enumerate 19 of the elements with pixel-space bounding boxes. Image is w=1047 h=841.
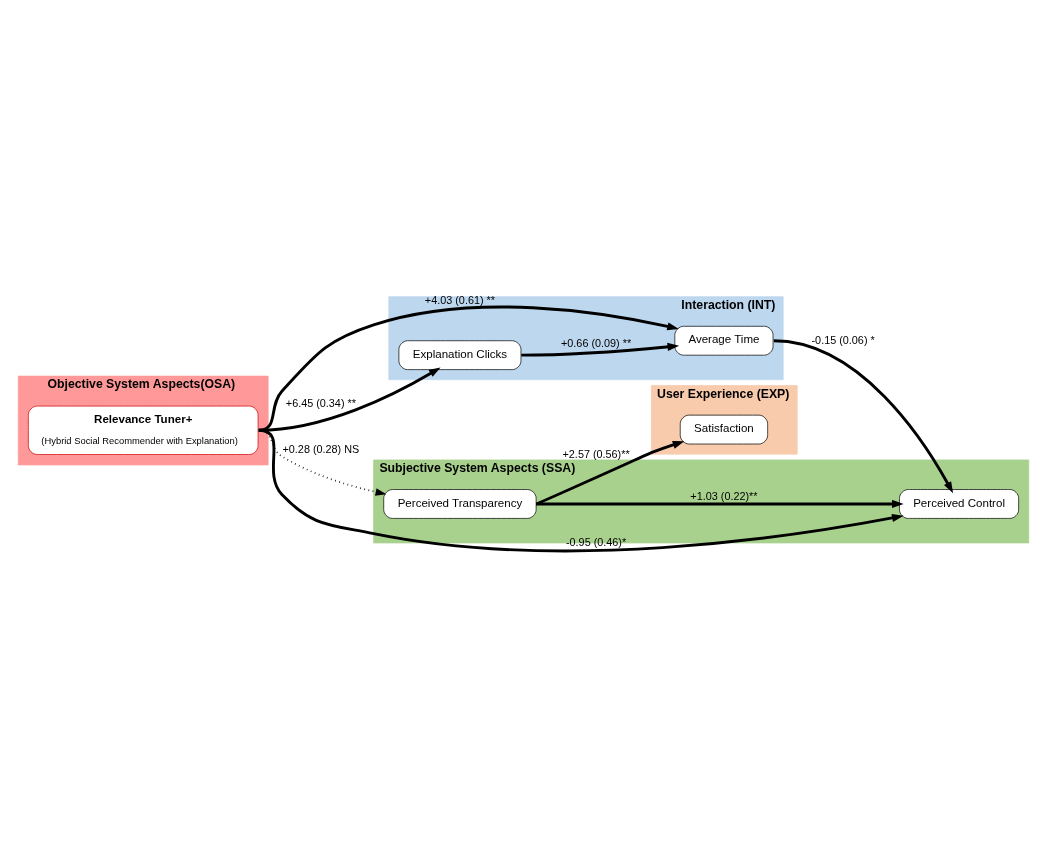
edge-label: -0.15 (0.06) * <box>811 333 875 346</box>
node-box: Average Time <box>674 325 774 356</box>
edge-label: +2.57 (0.56)** <box>562 447 630 460</box>
node-box: Perceived Control <box>899 488 1019 519</box>
arrow <box>536 499 904 508</box>
arrow <box>258 428 904 552</box>
arrow <box>773 338 954 493</box>
arrow <box>521 342 680 357</box>
arrow <box>535 440 685 505</box>
edge-label: +1.03 (0.22)** <box>690 489 758 502</box>
edge-label: +6.45 (0.34) ** <box>285 396 356 409</box>
node-box: Relevance Tuner+ (Hybrid Social Recommender with Explanation) <box>28 405 259 455</box>
edge-label: +0.28 (0.28) NS <box>282 442 360 455</box>
edge-label: +4.03 (0.61) ** <box>424 293 496 306</box>
node-box: Perceived Transparency <box>383 488 537 519</box>
arrow <box>257 428 387 496</box>
node-box: Explanation Clicks <box>398 339 522 370</box>
edge-label: +0.66 (0.09) ** <box>561 336 632 349</box>
node-box: Satisfaction <box>679 414 768 444</box>
